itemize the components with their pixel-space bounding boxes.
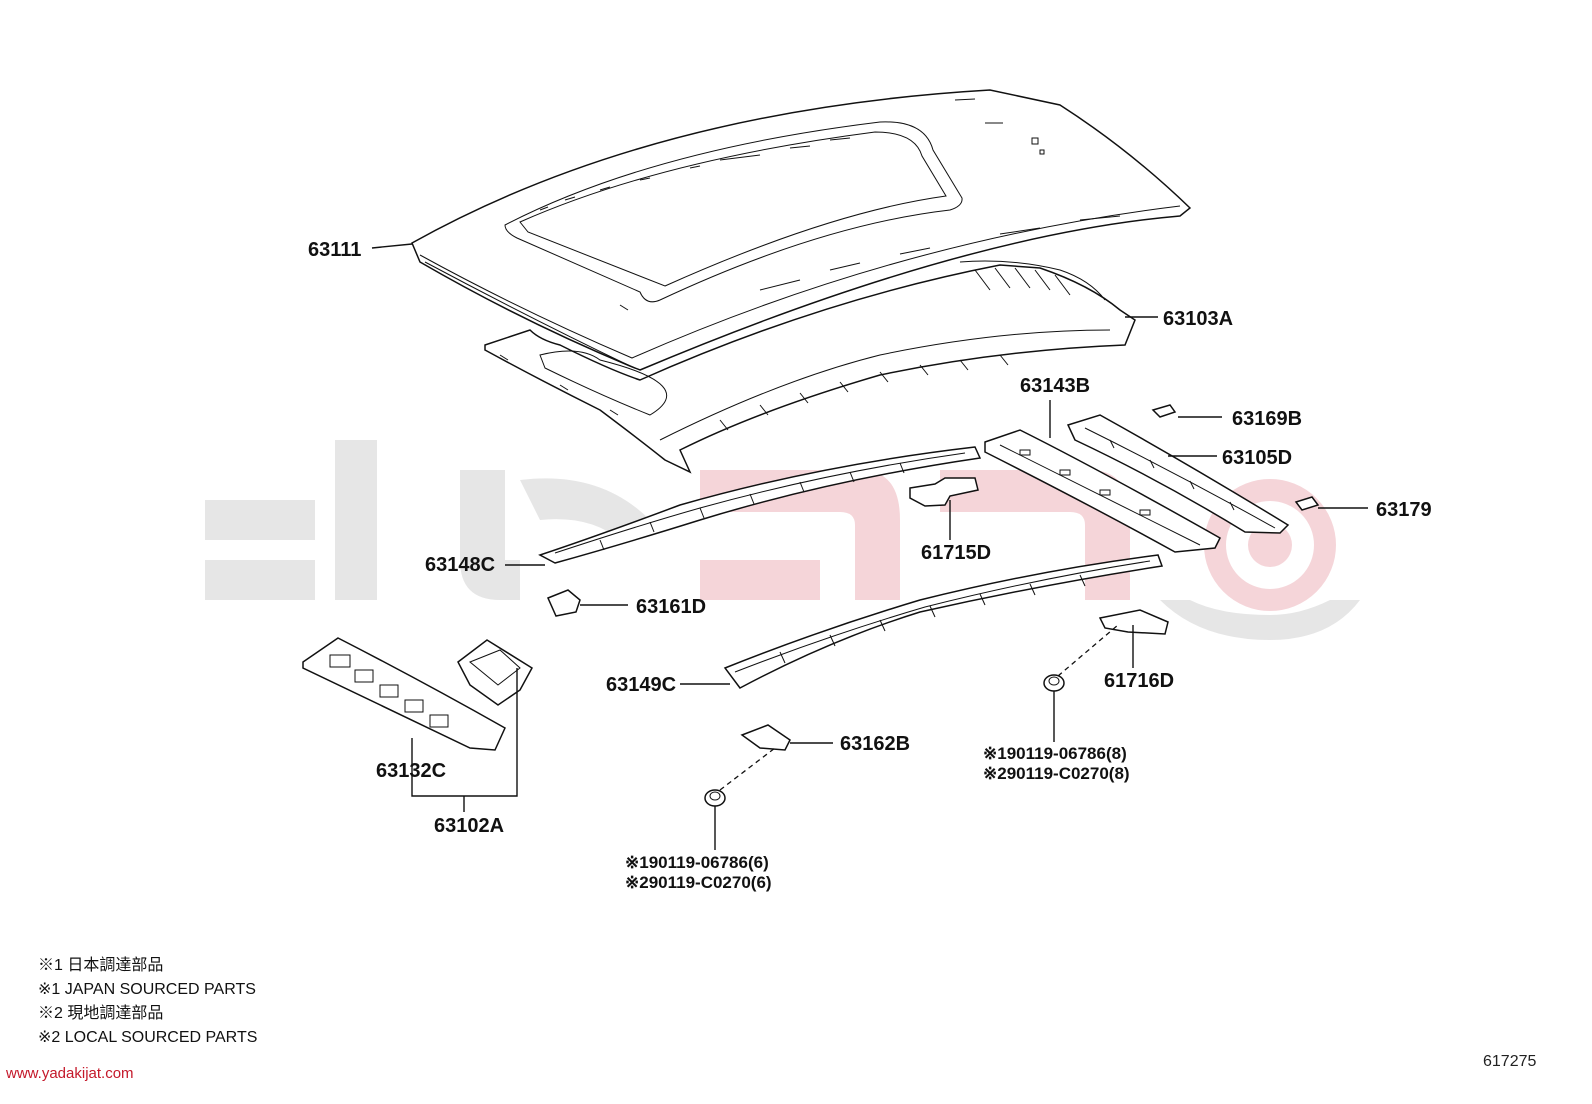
note-right-japan: ※190119-06786(8) bbox=[983, 744, 1127, 763]
label-63111: 63111 bbox=[308, 239, 361, 261]
diagram-code: 617275 bbox=[1483, 1053, 1536, 1070]
reinforcement-bracket-part[interactable] bbox=[909, 477, 979, 507]
legend-line-3: ※2 現地調達部品 bbox=[38, 1004, 163, 1022]
roof-side-rail-part[interactable] bbox=[538, 446, 982, 564]
label-63161D: 63161D bbox=[636, 596, 706, 618]
roof-panel-part[interactable] bbox=[411, 89, 1192, 371]
roof-reinforcement-part[interactable] bbox=[484, 260, 1136, 474]
label-63132C: 63132C bbox=[376, 760, 446, 782]
bracket-part-61716[interactable] bbox=[1098, 609, 1169, 635]
label-63143B: 63143B bbox=[1020, 375, 1090, 397]
pad-part-63169[interactable] bbox=[1151, 404, 1177, 418]
legend-line-2: ※1 JAPAN SOURCED PARTS bbox=[38, 981, 256, 998]
nut-right-part[interactable] bbox=[1043, 674, 1065, 692]
label-63105D: 63105D bbox=[1222, 447, 1292, 469]
website-link[interactable]: www.yadakijat.com bbox=[5, 1065, 134, 1082]
windshield-header-part[interactable] bbox=[302, 637, 506, 751]
label-63102A: 63102A bbox=[434, 815, 504, 837]
note-left-japan: ※190119-06786(6) bbox=[625, 853, 769, 872]
bracket-part-63161[interactable] bbox=[546, 589, 581, 617]
roof-side-rail-lower-part[interactable] bbox=[723, 554, 1164, 689]
legend: ※1 日本調達部品 ※1 JAPAN SOURCED PARTS ※2 現地調達… bbox=[38, 956, 257, 1046]
bracket-part-63162[interactable] bbox=[740, 724, 791, 751]
label-63149C: 63149C bbox=[606, 674, 676, 696]
nut-left-part[interactable] bbox=[704, 789, 726, 807]
note-left-local: ※290119-C0270(6) bbox=[625, 873, 772, 892]
header-bracket-part[interactable] bbox=[457, 639, 533, 706]
note-right-local: ※290119-C0270(8) bbox=[983, 764, 1130, 783]
legend-line-4: ※2 LOCAL SOURCED PARTS bbox=[38, 1029, 257, 1046]
label-63148C: 63148C bbox=[425, 554, 495, 576]
pad-part-63179[interactable] bbox=[1294, 496, 1320, 511]
leader-lines bbox=[371, 243, 1368, 850]
label-61716D: 61716D bbox=[1104, 670, 1174, 692]
label-63103A: 63103A bbox=[1163, 308, 1233, 330]
label-63179: 63179 bbox=[1376, 499, 1432, 521]
label-63169B: 63169B bbox=[1232, 408, 1302, 430]
roof-front-bow-part[interactable] bbox=[1066, 414, 1290, 534]
roof-bow-part[interactable] bbox=[984, 429, 1221, 553]
legend-line-1: ※1 日本調達部品 bbox=[38, 956, 163, 974]
label-63162B: 63162B bbox=[840, 733, 910, 755]
label-61715D: 61715D bbox=[921, 542, 991, 564]
